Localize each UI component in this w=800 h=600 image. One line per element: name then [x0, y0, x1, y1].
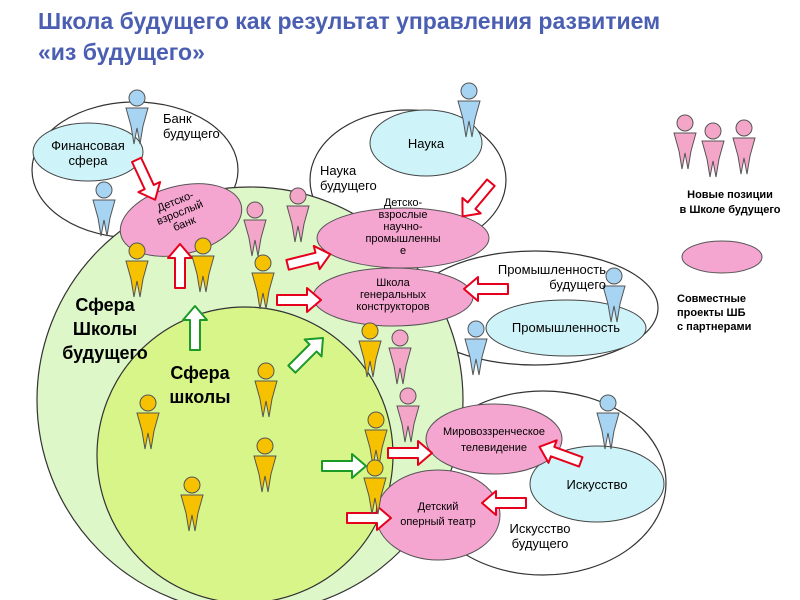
label-line: с партнерами	[677, 321, 752, 333]
legend-joint-projects: Совместные проекты ШБ с партнерами	[677, 293, 792, 333]
label-line: промышленны	[365, 233, 441, 245]
label-line: Школа	[376, 277, 410, 289]
arrow-into-constructors	[276, 287, 322, 313]
arrow-into-opera	[346, 505, 392, 531]
legend-new-positions: Новые позиции в Школе будущего	[665, 189, 795, 216]
legend-project-swatch	[681, 240, 763, 274]
art-future-label: Искусство будущего	[495, 521, 585, 551]
arrow-bank-from-school	[167, 243, 193, 289]
bank-future-label: Банк будущего	[163, 111, 243, 141]
project-tv	[425, 403, 563, 475]
label-line: будущего	[511, 536, 569, 551]
label-line: Наука	[320, 163, 357, 178]
label-line: Детский	[417, 501, 459, 513]
industry-ellipse	[485, 299, 647, 357]
label-line: взрослые	[378, 209, 428, 221]
label-line: генеральных	[360, 289, 426, 301]
science-label: Наука	[407, 136, 445, 151]
finance-ellipse	[32, 122, 144, 182]
art-ellipse	[529, 445, 665, 523]
label-line: будущего	[320, 178, 377, 193]
arrow-art-to-opera	[481, 490, 527, 516]
industry-label: Промышленность	[511, 320, 621, 335]
title-line-2: «из будущего»	[38, 39, 205, 65]
label-line: Мировоззренческое	[442, 426, 546, 438]
red-arrows	[131, 156, 584, 531]
label-line: сфера	[68, 153, 108, 168]
arrow-into-tv	[387, 440, 433, 466]
project-opera-label: Детский оперный театр	[383, 501, 493, 528]
pink-person-icon	[701, 122, 725, 178]
label-line: Промышленность	[497, 262, 606, 277]
label-line: конструкторов	[356, 301, 430, 313]
industry-future-label: Промышленность будущего	[466, 262, 606, 292]
label-line: будущего	[549, 277, 606, 292]
label-line: будущего	[62, 343, 148, 363]
label-line: Детско-	[383, 197, 423, 209]
science-future-label: Наука будущего	[320, 163, 400, 193]
school-sphere-label: Сфера школы	[155, 361, 245, 409]
arrow-science-to-research	[461, 178, 496, 218]
label-line: проекты ШБ	[677, 307, 746, 319]
project-research-label: Детско- взрослые научно- промышленны е	[343, 197, 463, 257]
label-line: е	[399, 245, 407, 257]
project-constructors-label: Школа генеральных конструкторов	[333, 277, 453, 313]
pink-person-icon	[673, 114, 697, 170]
blue-person-icon	[464, 320, 488, 376]
science-ellipse	[369, 109, 483, 177]
arrow-school-to-tv	[321, 453, 367, 479]
arrow-industry-to-constructors	[463, 276, 509, 302]
label-line: Искусство	[509, 521, 571, 536]
label-line: Совместные	[677, 293, 747, 305]
label-line: Сфера	[75, 295, 135, 315]
label-line: Финансовая	[51, 138, 125, 153]
finance-label: Финансовая сфера	[38, 138, 138, 168]
label-line: Новые позиции	[687, 189, 773, 201]
label-line: Банк	[163, 111, 192, 126]
title-line-1: Школа будущего как результат управления …	[38, 8, 661, 34]
label-line: телевидение	[460, 442, 528, 454]
arrow-finance-to-bank	[131, 156, 162, 201]
project-tv-label: Мировоззренческое телевидение	[424, 426, 564, 454]
arrow-into-research	[285, 244, 332, 271]
project-bank	[119, 183, 243, 257]
art-label: Искусство	[566, 477, 628, 492]
arrow-art-to-tv	[538, 439, 584, 468]
label-line: будущего	[163, 126, 220, 141]
arrow-school-to-constructors	[287, 337, 324, 374]
label-line: научно-	[383, 221, 423, 233]
label-line: Школы	[72, 319, 138, 339]
label-line: Сфера	[170, 363, 230, 383]
label-line: оперный театр	[400, 516, 476, 528]
label-line: в Школе будущего	[679, 204, 781, 216]
arrow-school-up	[182, 305, 208, 351]
green-arrows	[182, 305, 367, 479]
future-school-sphere-label: Сфера Школы будущего	[45, 293, 165, 365]
label-line: школы	[169, 387, 231, 407]
pink-person-icon	[732, 119, 756, 175]
page-title: Школа будущего как результат управления …	[38, 6, 778, 68]
